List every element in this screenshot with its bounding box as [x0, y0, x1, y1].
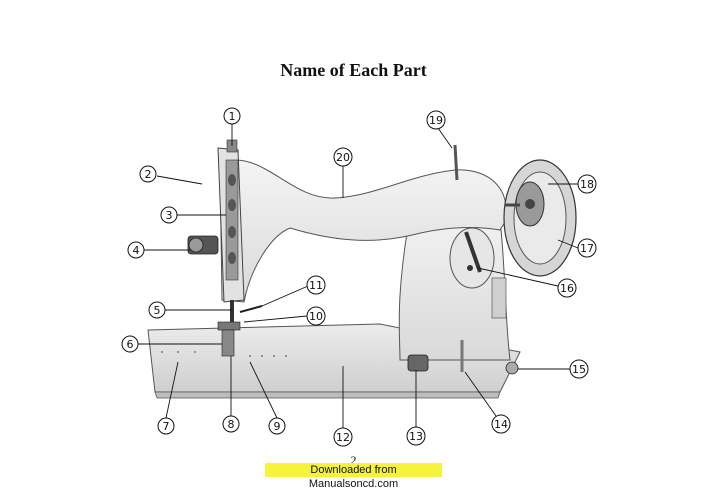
- svg-text:3: 3: [166, 209, 173, 222]
- svg-text:19: 19: [429, 114, 443, 127]
- svg-text:12: 12: [336, 431, 350, 444]
- sewing-machine-diagram: 1 2 3 4 5 6 7 8 9 10 11 12 13 14 15 16 1…: [121, 107, 597, 447]
- callout-13: 13: [406, 426, 426, 446]
- leader-lines: [138, 124, 579, 428]
- callout-4: 4: [127, 241, 145, 259]
- bed-markings: [161, 351, 287, 357]
- svg-text:10: 10: [309, 310, 323, 323]
- spool-pin: [453, 144, 459, 181]
- svg-text:14: 14: [494, 418, 508, 431]
- svg-text:15: 15: [572, 363, 586, 376]
- tension-assembly: [187, 235, 219, 255]
- callout-19: 19: [426, 110, 446, 130]
- svg-text:5: 5: [154, 304, 161, 317]
- callout-5: 5: [148, 301, 166, 319]
- svg-text:11: 11: [309, 279, 323, 292]
- svg-text:7: 7: [163, 420, 170, 433]
- callout-3: 3: [160, 206, 178, 224]
- svg-text:2: 2: [145, 168, 152, 181]
- callout-2: 2: [139, 165, 157, 183]
- callout-15: 15: [569, 359, 589, 379]
- callout-1: 1: [223, 107, 241, 125]
- manual-page: Name of Each Part: [121, 60, 597, 490]
- svg-text:4: 4: [133, 244, 140, 257]
- callout-16: 16: [557, 278, 577, 298]
- page-number: 2: [350, 453, 357, 467]
- download-banner[interactable]: Downloaded from Manualsoncd.com: [265, 463, 442, 490]
- callout-18: 18: [577, 174, 597, 194]
- svg-text:16: 16: [560, 282, 574, 295]
- callout-12: 12: [333, 427, 353, 447]
- callout-8: 8: [222, 415, 240, 433]
- callouts: 1 2 3 4 5 6 7 8 9 10 11 12 13 14 15 16 1…: [121, 107, 597, 447]
- svg-text:17: 17: [580, 242, 594, 255]
- callout-14: 14: [491, 414, 511, 434]
- balance-wheel: [503, 159, 577, 277]
- needle-assembly: [217, 300, 263, 357]
- page-title: Name of Each Part: [280, 60, 427, 80]
- svg-text:18: 18: [580, 178, 594, 191]
- callout-6: 6: [121, 335, 139, 353]
- callout-17: 17: [577, 238, 597, 258]
- machine-head: [217, 139, 245, 303]
- stitch-regulator: [449, 227, 495, 289]
- svg-text:1: 1: [229, 110, 236, 123]
- svg-text:8: 8: [228, 418, 235, 431]
- svg-text:13: 13: [409, 430, 423, 443]
- bobbin-winder: [407, 340, 519, 375]
- machine-arm: [219, 159, 507, 303]
- callout-11: 11: [306, 275, 326, 295]
- svg-text:6: 6: [127, 338, 134, 351]
- svg-text:20: 20: [336, 151, 350, 164]
- callout-10: 10: [306, 306, 326, 326]
- callout-9: 9: [268, 417, 286, 435]
- svg-text:9: 9: [274, 420, 281, 433]
- callout-20: 20: [333, 147, 353, 167]
- callout-7: 7: [157, 417, 175, 435]
